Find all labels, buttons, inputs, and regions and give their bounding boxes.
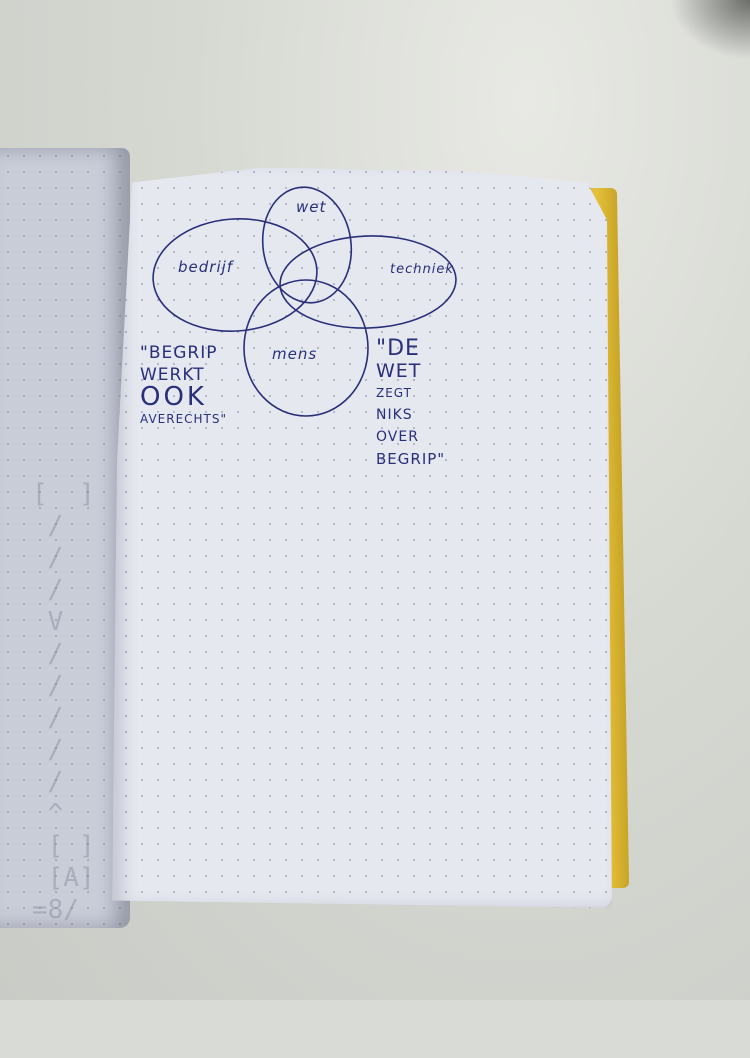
quote-left: "BEGRIP WERKT OOK AVERECHTS"	[140, 342, 227, 430]
quote-right-line: ZEGT	[376, 386, 413, 400]
quote-right: "DE WET ZEGT NIKS OVER BEGRIP"	[376, 338, 445, 470]
quote-left-line: "BEGRIP	[140, 343, 218, 363]
left-notebook-page: [ ] / / / V / / / / / ^ [ ] [A] =8/	[0, 148, 130, 928]
corner-shadow	[670, 0, 750, 60]
quote-left-line: AVERECHTS"	[140, 412, 228, 426]
quote-left-line: OOK	[140, 382, 207, 412]
circle-wet	[261, 186, 353, 304]
quote-right-line: NIKS	[376, 407, 413, 423]
circle-mens	[243, 279, 369, 417]
left-page-bleed-through: [ ] / / / V / / / / / ^ [ ] [A] =8/	[32, 479, 95, 925]
venn-label-bedrijf: bedrijf	[178, 258, 234, 276]
quote-left-line: WERKT	[140, 365, 205, 385]
circle-techniek	[279, 235, 457, 329]
right-notebook-page	[112, 167, 612, 908]
venn-label-mens: mens	[272, 345, 318, 363]
venn-label-wet: wet	[296, 198, 327, 216]
quote-right-line: OVER	[376, 429, 419, 445]
venn-label-techniek: techniek	[390, 262, 454, 277]
venn-diagram	[152, 186, 457, 417]
quote-right-line: WET	[376, 360, 422, 382]
quote-right-line: BEGRIP"	[376, 450, 446, 468]
circle-bedrijf	[152, 218, 318, 332]
quote-right-line: "DE	[376, 336, 420, 361]
